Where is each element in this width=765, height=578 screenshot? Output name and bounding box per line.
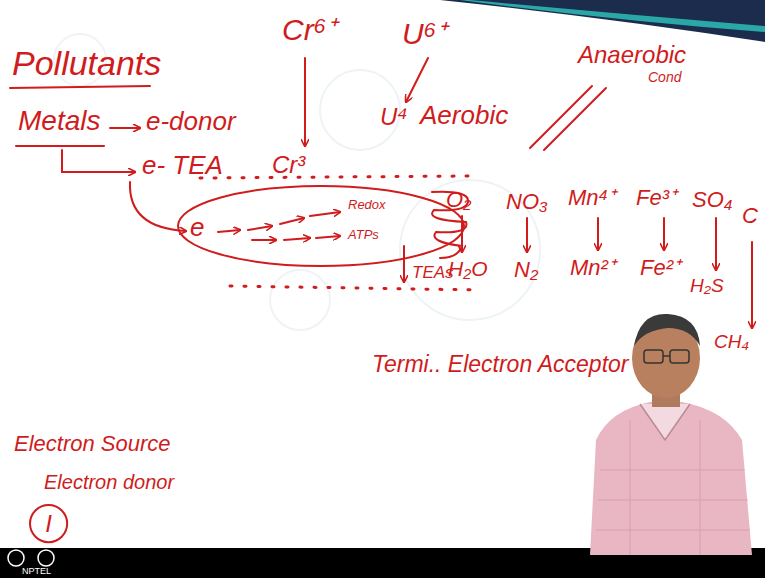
handwritten-label: Aerobic xyxy=(420,102,508,129)
arrow xyxy=(310,212,340,216)
arrow xyxy=(248,226,272,230)
arrow xyxy=(406,58,428,102)
handwritten-label: CH₄ xyxy=(714,332,749,352)
handwritten-label: Cr³ xyxy=(272,152,305,177)
branch-arrow xyxy=(62,150,135,172)
handwritten-label: Electron Source xyxy=(14,432,171,455)
dotted-line xyxy=(200,176,470,178)
handwritten-label: NPTEL xyxy=(22,567,51,576)
heading: Pollutants xyxy=(12,46,161,82)
handwritten-label: Cond xyxy=(648,70,681,85)
dotted-line xyxy=(230,286,480,290)
header-band xyxy=(440,0,765,42)
arrow xyxy=(316,236,340,238)
presenter-figure xyxy=(590,314,752,555)
handwritten-label: Fe³⁺ xyxy=(636,186,676,209)
handwritten-label: Fe²⁺ xyxy=(640,256,680,279)
handwritten-label: TEAs xyxy=(412,264,454,282)
handwritten-label: Anaerobic xyxy=(578,42,686,67)
logo xyxy=(8,550,24,566)
underline xyxy=(16,145,104,147)
arrow xyxy=(715,218,717,270)
outline xyxy=(178,186,464,266)
arrow xyxy=(284,238,310,240)
handwritten-label: e-donor xyxy=(146,108,236,135)
arrow xyxy=(751,242,753,328)
arrow xyxy=(280,218,304,224)
handwritten-label: H₂O xyxy=(448,258,488,280)
arrow xyxy=(218,230,240,232)
handwritten-label: Cr⁶⁺ xyxy=(282,14,336,46)
header-stripe xyxy=(460,0,765,32)
arrow xyxy=(252,239,276,241)
handwritten-label: Metals xyxy=(18,106,100,135)
handwritten-label: U⁶⁺ xyxy=(402,18,446,50)
handwritten-label: Mn⁴⁺ xyxy=(568,186,615,209)
handwritten-label: Electron donor xyxy=(44,472,174,493)
arrow xyxy=(304,58,306,146)
strike xyxy=(544,88,606,150)
circled-number: I xyxy=(28,503,69,544)
outline xyxy=(30,505,67,542)
loop-outline: e RedoxATPs xyxy=(176,184,466,268)
handwritten-label: U⁴ xyxy=(380,104,408,129)
handwritten-label: SO₄ xyxy=(692,188,733,211)
arrow xyxy=(663,218,665,250)
handwritten-label: Termi.. Electron Acceptor xyxy=(372,352,629,376)
node-text: ATPs xyxy=(348,228,379,242)
node-text: I xyxy=(45,511,52,536)
handwritten-label: Mn²⁺ xyxy=(570,256,615,279)
handwritten-label: H₂S xyxy=(690,276,724,296)
arrow xyxy=(403,246,405,282)
logo xyxy=(38,550,54,566)
handwritten-label: N₂ xyxy=(514,258,538,281)
underline xyxy=(10,86,150,88)
arrow xyxy=(597,218,599,250)
node-text: Redox xyxy=(348,198,386,212)
handwritten-label: C xyxy=(742,204,758,227)
node-outline xyxy=(176,184,466,268)
node-text: e xyxy=(190,214,204,241)
arrow xyxy=(526,218,528,252)
strike xyxy=(530,86,592,148)
arrow xyxy=(110,127,140,129)
handwritten-label: e- TEA xyxy=(142,152,223,179)
handwritten-label: NO₃ xyxy=(506,190,548,213)
